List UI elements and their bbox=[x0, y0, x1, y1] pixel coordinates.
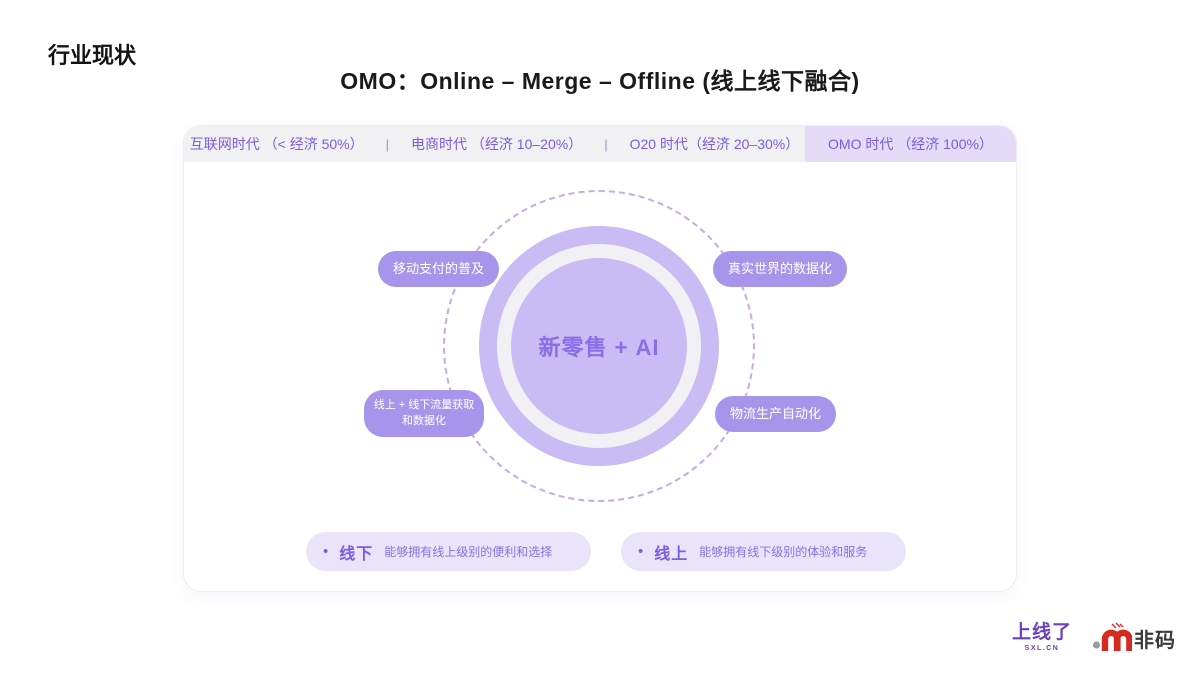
bullet-icon: • bbox=[323, 543, 329, 560]
factor-pill-traffic-acquisition: 线上 + 线下流量获取 和数据化 bbox=[364, 390, 484, 437]
tab-o2o-era[interactable]: O20 时代（经济 20–30%） bbox=[629, 136, 800, 152]
factor-pill-logistics-automation: 物流生产自动化 bbox=[715, 396, 837, 432]
benefit-pill-online: • 线上 能够拥有线下级别的体验和服务 bbox=[621, 532, 906, 571]
factor-label: 移动支付的普及 bbox=[393, 260, 485, 276]
tab-separator: | bbox=[604, 136, 608, 152]
bullet-icon: • bbox=[638, 543, 644, 560]
center-circle-outer: 新零售 + AI bbox=[479, 226, 719, 466]
feima-logo: 非码 bbox=[1092, 622, 1176, 654]
factor-label-line2: 和数据化 bbox=[402, 414, 446, 427]
benefit-description: 能够拥有线下级别的体验和服务 bbox=[699, 545, 868, 559]
factor-pill-mobile-payment: 移动支付的普及 bbox=[378, 251, 500, 287]
sxl-logo-domain: SXL.CN bbox=[1024, 644, 1060, 652]
tab-omo-era-active[interactable]: OMO 时代 （经济 100%） bbox=[805, 126, 1016, 162]
era-tabbar: 互联网时代 （< 经济 50%） | 电商时代 （经济 10–20%） | O2… bbox=[184, 126, 1016, 162]
feima-logo-mark bbox=[1092, 622, 1132, 651]
feima-logo-text: 非码 bbox=[1134, 629, 1176, 652]
sxl-logo-text: 上线了 bbox=[1011, 622, 1072, 643]
tab-separator: | bbox=[385, 136, 390, 152]
benefit-title: 线上 bbox=[654, 545, 689, 563]
sxl-logo: 上线了 SXL.CN bbox=[1004, 622, 1080, 652]
benefit-pill-offline: • 线下 能够拥有线上级别的便利和选择 bbox=[306, 532, 591, 571]
center-circle-ring: 新零售 + AI bbox=[497, 244, 701, 448]
tabbar-left-group: 互联网时代 （< 经济 50%） | 电商时代 （经济 10–20%） | O2… bbox=[184, 134, 805, 154]
factor-pill-world-dataization: 真实世界的数据化 bbox=[713, 251, 848, 287]
center-circle-inner: 新零售 + AI bbox=[511, 258, 687, 434]
tab-ecommerce-era[interactable]: 电商时代 （经济 10–20%） bbox=[411, 136, 583, 152]
dashed-orbit-circle bbox=[443, 190, 755, 502]
factor-label: 线上 + 线下流量获取 bbox=[373, 398, 475, 411]
page-title: OMO：Online – Merge – Offline (线上线下融合) bbox=[340, 68, 860, 94]
factor-label: 物流生产自动化 bbox=[730, 405, 822, 421]
factor-label: 真实世界的数据化 bbox=[728, 260, 833, 276]
benefit-title: 线下 bbox=[339, 545, 374, 563]
benefit-description: 能够拥有线上级别的便利和选择 bbox=[384, 545, 553, 559]
content-card: 互联网时代 （< 经济 50%） | 电商时代 （经济 10–20%） | O2… bbox=[183, 125, 1017, 592]
page-heading: 行业现状 bbox=[48, 43, 137, 68]
center-label: 新零售 + AI bbox=[538, 335, 660, 360]
tab-internet-era[interactable]: 互联网时代 （< 经济 50%） bbox=[189, 136, 364, 152]
